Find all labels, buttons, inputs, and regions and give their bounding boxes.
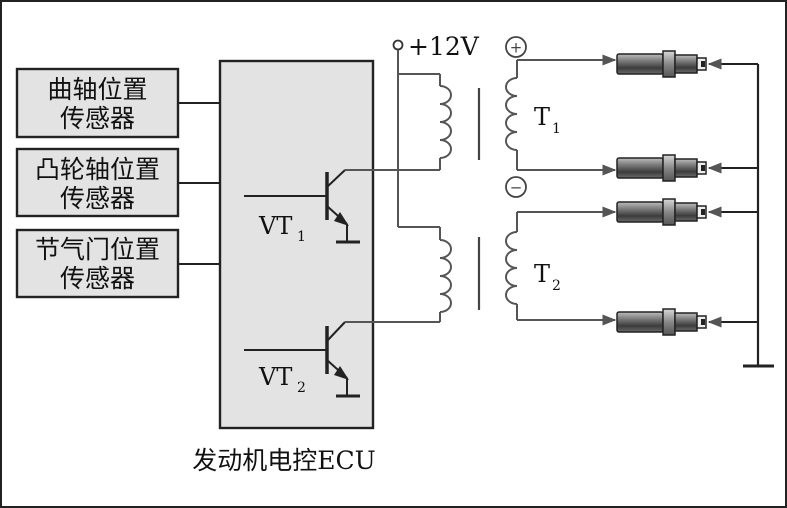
sensor-camshaft-line1: 凸轮轴位置	[35, 155, 160, 184]
spark-plug	[616, 154, 707, 182]
supply-terminal	[392, 39, 404, 51]
sensor-crankshaft: 曲轴位置 传感器	[15, 67, 180, 139]
plus-mark: +	[505, 36, 527, 58]
ecu-caption: 发动机电控ECU	[192, 446, 375, 475]
sensor-crankshaft-line1: 曲轴位置	[47, 75, 147, 104]
sensor-camshaft-line2: 传感器	[60, 184, 135, 213]
sensor-wires	[178, 102, 220, 265]
vt2-index: 2	[297, 380, 306, 396]
sensor-camshaft: 凸轮轴位置 传感器	[15, 147, 180, 218]
vt1-index: 1	[297, 229, 306, 245]
vt2-label: VT	[258, 363, 292, 391]
ecu-box	[218, 59, 375, 430]
t2-index: 2	[552, 278, 561, 294]
supply-wires	[397, 50, 440, 228]
spark-plug	[616, 50, 707, 78]
spark-plugs	[616, 50, 758, 336]
transistor-vt2	[244, 321, 440, 398]
spark-plug	[616, 198, 707, 226]
vt1-label: VT	[258, 212, 292, 240]
spark-plug	[616, 308, 707, 336]
t1-index: 1	[552, 121, 561, 137]
sensor-crankshaft-line2: 传感器	[60, 104, 135, 133]
sensor-throttle: 节气门位置 传感器	[15, 228, 180, 299]
sensor-throttle-line1: 节气门位置	[35, 235, 160, 264]
sensor-throttle-line2: 传感器	[60, 264, 135, 293]
ground-bus	[743, 64, 774, 368]
t2-label: T	[534, 260, 550, 288]
plus-sign: +	[510, 39, 523, 57]
transformer-t1	[439, 54, 617, 176]
supply-label: +12V	[408, 32, 480, 61]
minus-mark: −	[505, 176, 527, 198]
minus-sign: −	[510, 179, 523, 197]
t1-label: T	[534, 103, 550, 131]
transformer-t2	[439, 206, 617, 326]
transistor-vt1	[244, 169, 440, 244]
